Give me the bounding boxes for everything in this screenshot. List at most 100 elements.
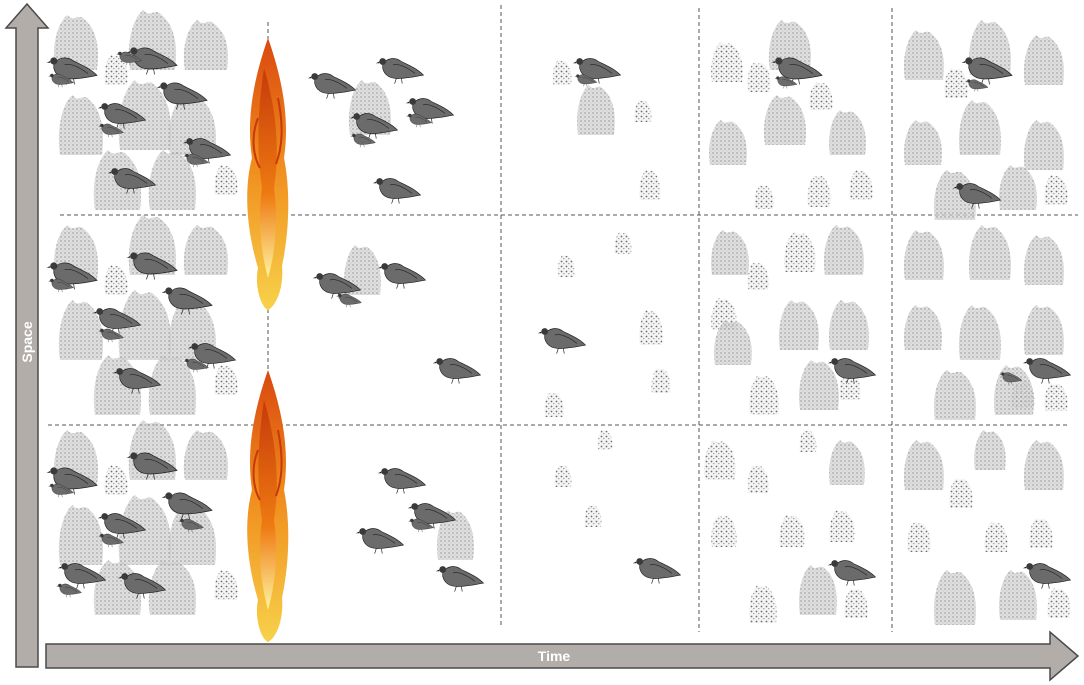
grouse-icon — [107, 168, 157, 194]
shrub-icon — [711, 298, 737, 330]
shrub-icon — [58, 95, 103, 155]
shrub-icon — [639, 170, 661, 200]
grouse-icon — [48, 278, 74, 293]
grouse-icon — [406, 113, 432, 128]
shrub-icon — [714, 320, 752, 365]
grouse-icon — [57, 563, 107, 589]
grouse-icon — [435, 566, 485, 592]
shrub-icon — [949, 478, 973, 508]
grouse-icon — [183, 358, 209, 373]
shrub-icon — [544, 392, 564, 417]
shrub-icon — [183, 225, 228, 275]
shrub-icon — [104, 465, 128, 495]
shrub-icon — [993, 365, 1034, 415]
time-axis-label: Time — [538, 648, 571, 664]
shrub-icon — [933, 370, 976, 420]
shrub-icon — [1023, 235, 1064, 285]
fire-layer — [247, 38, 289, 642]
grouse-icon — [56, 583, 82, 598]
fire-icon — [247, 38, 289, 310]
grouse-icon — [408, 518, 434, 533]
shrub-icon — [584, 505, 602, 527]
shrub-icon — [709, 120, 747, 165]
grouse-icon — [98, 123, 124, 138]
grouse-icon — [116, 51, 142, 66]
shrub-icon — [823, 225, 864, 275]
shrub-icon — [214, 165, 238, 195]
shrub-icon — [907, 522, 931, 552]
grouse-icon — [161, 287, 213, 315]
grouse-icon — [161, 492, 213, 520]
shrub-icon — [974, 430, 1006, 470]
shrub-icon — [1023, 120, 1064, 170]
shrub-icon — [933, 170, 976, 220]
space-axis-label: Space — [19, 321, 35, 362]
shrub-icon — [933, 570, 976, 625]
grouse-icon — [336, 293, 362, 308]
shrub-icon — [958, 305, 1001, 360]
shrub-icon — [1023, 35, 1064, 85]
shrub-icon — [807, 175, 831, 207]
shrub-icon — [944, 68, 968, 98]
grouse-icon — [126, 252, 178, 280]
shrub-icon — [749, 375, 779, 415]
shrub-icon — [168, 505, 217, 565]
grouse-icon — [98, 533, 124, 548]
grouse-icon — [126, 452, 178, 480]
shrub-icon — [829, 440, 865, 485]
shrub-icon — [437, 510, 474, 560]
shrub-icon — [1029, 518, 1053, 548]
grouse-icon — [1022, 563, 1072, 589]
shrub-icon — [984, 522, 1008, 552]
grouse-icon — [312, 273, 362, 299]
grouse-icon — [965, 79, 989, 92]
shrub-icon — [958, 100, 1001, 155]
shrub-icon — [651, 368, 671, 393]
grouse-icon — [999, 372, 1023, 385]
grouse-icon — [952, 183, 1002, 209]
shrub-layer — [53, 10, 1071, 625]
grouse-icon — [355, 528, 405, 554]
shrub-icon — [597, 430, 613, 450]
shrub-icon — [214, 365, 238, 395]
shrub-icon — [799, 565, 837, 615]
bird-layer — [46, 47, 1072, 599]
shrub-icon — [148, 355, 197, 415]
shrub-icon — [778, 300, 819, 350]
shrub-icon — [704, 440, 736, 480]
grouse-icon — [117, 573, 167, 599]
shrub-icon — [747, 465, 769, 493]
shrub-icon — [1023, 440, 1064, 490]
grouse-icon — [97, 103, 147, 129]
shrub-icon — [849, 170, 873, 200]
grouse-icon — [97, 513, 147, 539]
shrub-icon — [763, 95, 806, 145]
grouse-icon — [377, 263, 427, 289]
grouse-icon — [112, 368, 162, 394]
shrub-icon — [104, 55, 128, 85]
grouse-icon — [349, 113, 399, 139]
shrub-icon — [634, 100, 652, 122]
grouse-icon — [46, 467, 98, 495]
shrub-icon — [968, 225, 1011, 280]
shrub-icon — [118, 290, 172, 360]
shrub-icon — [1044, 175, 1068, 205]
grouse-icon — [375, 58, 425, 84]
shrub-icon — [754, 185, 774, 209]
shrub-icon — [639, 310, 663, 345]
shrub-icon — [904, 120, 942, 165]
grouse-icon — [827, 358, 877, 384]
grouse-icon — [572, 58, 622, 84]
shrub-icon — [903, 440, 944, 490]
shrub-icon — [1044, 383, 1068, 411]
shrub-icon — [214, 570, 238, 600]
shrub-icon — [104, 265, 128, 295]
shrub-icon — [999, 165, 1037, 210]
grouse-icon — [48, 483, 74, 498]
shrub-icon — [93, 560, 142, 615]
grouse-icon — [372, 178, 422, 204]
shrub-icon — [798, 360, 839, 410]
shrub-icon — [779, 515, 805, 547]
grouse-icon — [771, 57, 823, 85]
